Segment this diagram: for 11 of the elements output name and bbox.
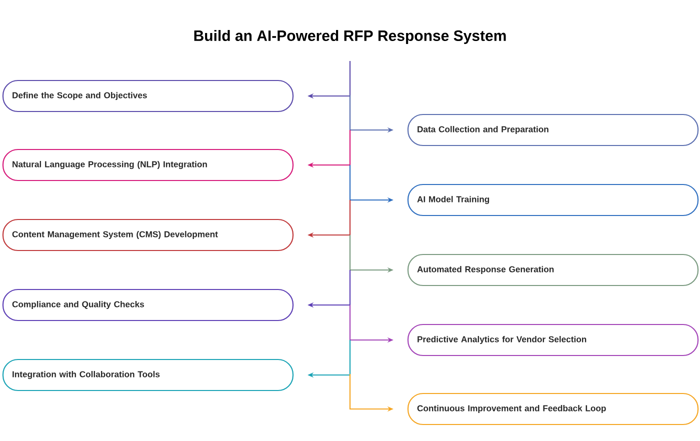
step-box: Predictive Analytics for Vendor Selection — [407, 324, 699, 356]
step-box: Integration with Collaboration Tools — [2, 358, 294, 392]
step-box: Automated Response Generation — [407, 254, 699, 286]
step-box: Content Management System (CMS) Development — [2, 218, 294, 252]
step-box: Data Collection and Preparation — [407, 114, 699, 146]
step-box: Continuous Improvement and Feedback Loop — [407, 392, 699, 426]
title: Build an AI-Powered RFP Response System — [194, 30, 506, 44]
step-box: Define the Scope and Objectives — [2, 80, 294, 112]
step-box: AI Model Training — [407, 184, 699, 216]
step-box: Compliance and Quality Checks — [2, 288, 294, 322]
step-box: Natural Language Processing (NLP) Integration — [2, 148, 294, 182]
